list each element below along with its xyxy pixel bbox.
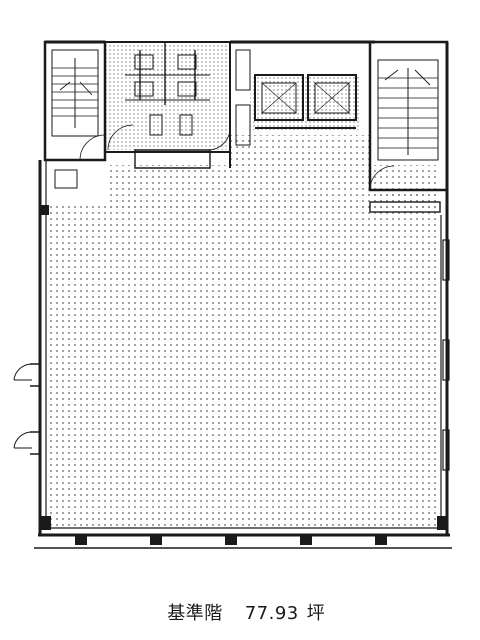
structural-columns xyxy=(41,205,447,530)
elevator-core xyxy=(254,74,357,129)
floor-plan-caption: 基準階 77.93 坪 xyxy=(0,578,480,625)
right-stair-core xyxy=(368,40,449,213)
bottom-window-markers xyxy=(75,535,387,545)
toilet-core xyxy=(104,41,251,169)
right-side-window-markers xyxy=(442,239,450,471)
left-side-doors xyxy=(13,363,41,455)
area-value: 77.93 xyxy=(244,603,299,624)
office-floor-area xyxy=(50,135,440,527)
floor-label: 基準階 xyxy=(167,603,223,624)
core-area-fill xyxy=(105,45,360,150)
left-stair-core xyxy=(43,40,107,189)
area-unit: 坪 xyxy=(306,603,326,624)
